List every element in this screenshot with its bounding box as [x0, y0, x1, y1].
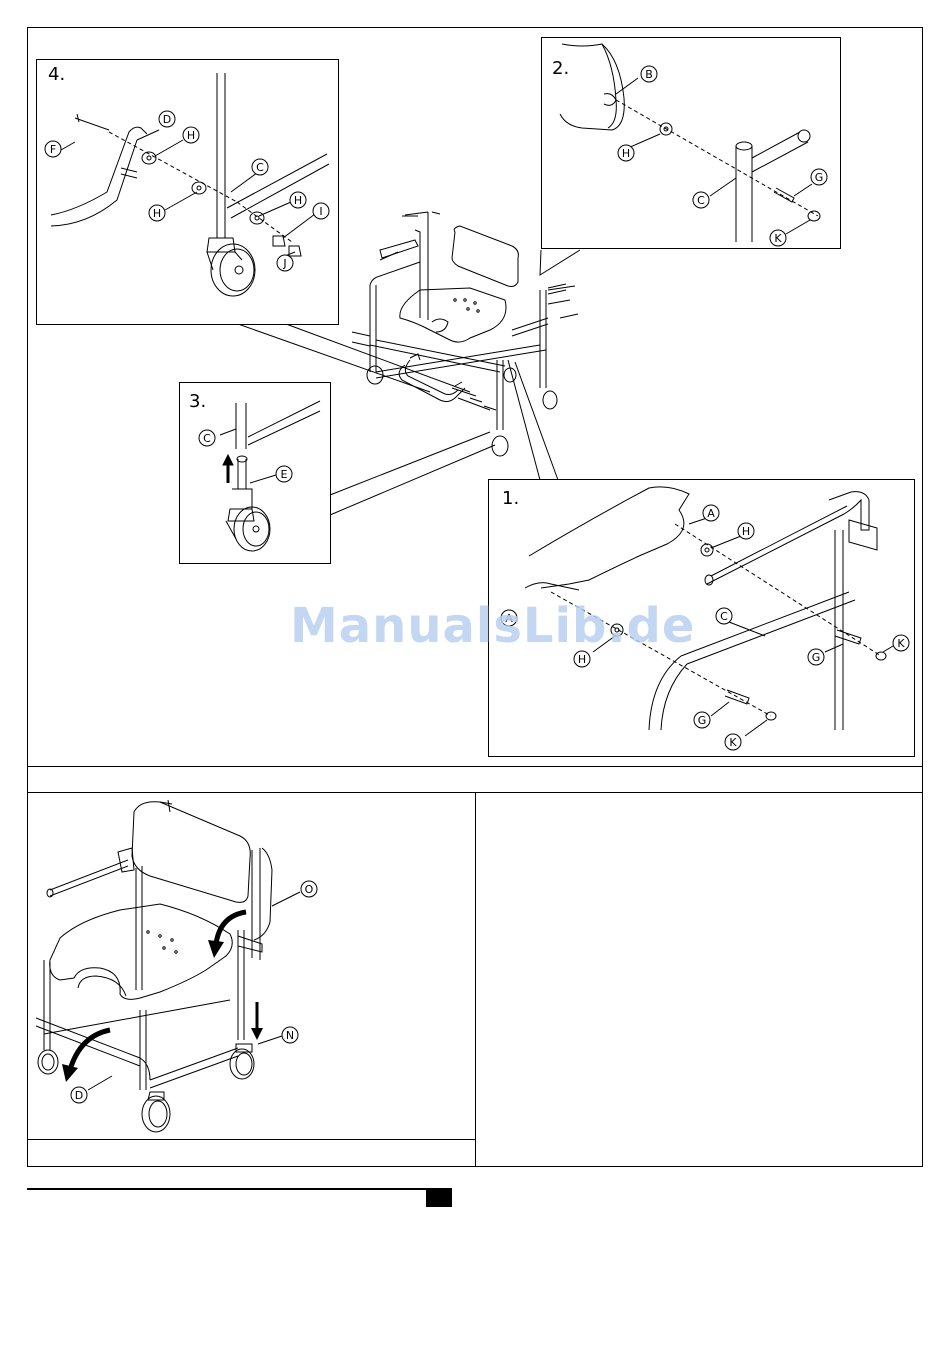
label-G: G: [698, 714, 707, 727]
label-B: B: [645, 68, 653, 81]
label-H: H: [622, 147, 630, 160]
label-C: C: [697, 194, 705, 207]
inset-step-4: 4.: [36, 59, 339, 325]
inset-3-drawing: C E: [180, 383, 332, 565]
label-K: K: [897, 637, 905, 650]
label-H: H: [153, 207, 161, 220]
label-C: C: [256, 161, 264, 174]
label-K: K: [774, 232, 782, 245]
inset-2-drawing: B H C G K: [542, 38, 842, 250]
label-F: F: [50, 143, 56, 156]
inset-4-drawing: F D H H C H I J: [37, 60, 340, 326]
label-G: G: [815, 171, 824, 184]
watermark: ManualsLib.de: [290, 598, 695, 654]
label-A: A: [707, 507, 715, 520]
label-H: H: [187, 129, 195, 142]
inset-step-3: 3. C E: [179, 382, 331, 564]
label-C: C: [203, 432, 211, 445]
label-J: J: [282, 257, 286, 270]
label-D: D: [163, 113, 171, 126]
label-H: H: [294, 194, 302, 207]
inset-step-2: 2.: [541, 37, 841, 249]
label-H: H: [742, 525, 750, 538]
label-K: K: [729, 736, 737, 749]
label-C: C: [720, 610, 728, 623]
label-I: I: [319, 205, 322, 218]
label-E: E: [281, 468, 288, 481]
label-G: G: [812, 651, 821, 664]
label-H: H: [578, 653, 586, 666]
